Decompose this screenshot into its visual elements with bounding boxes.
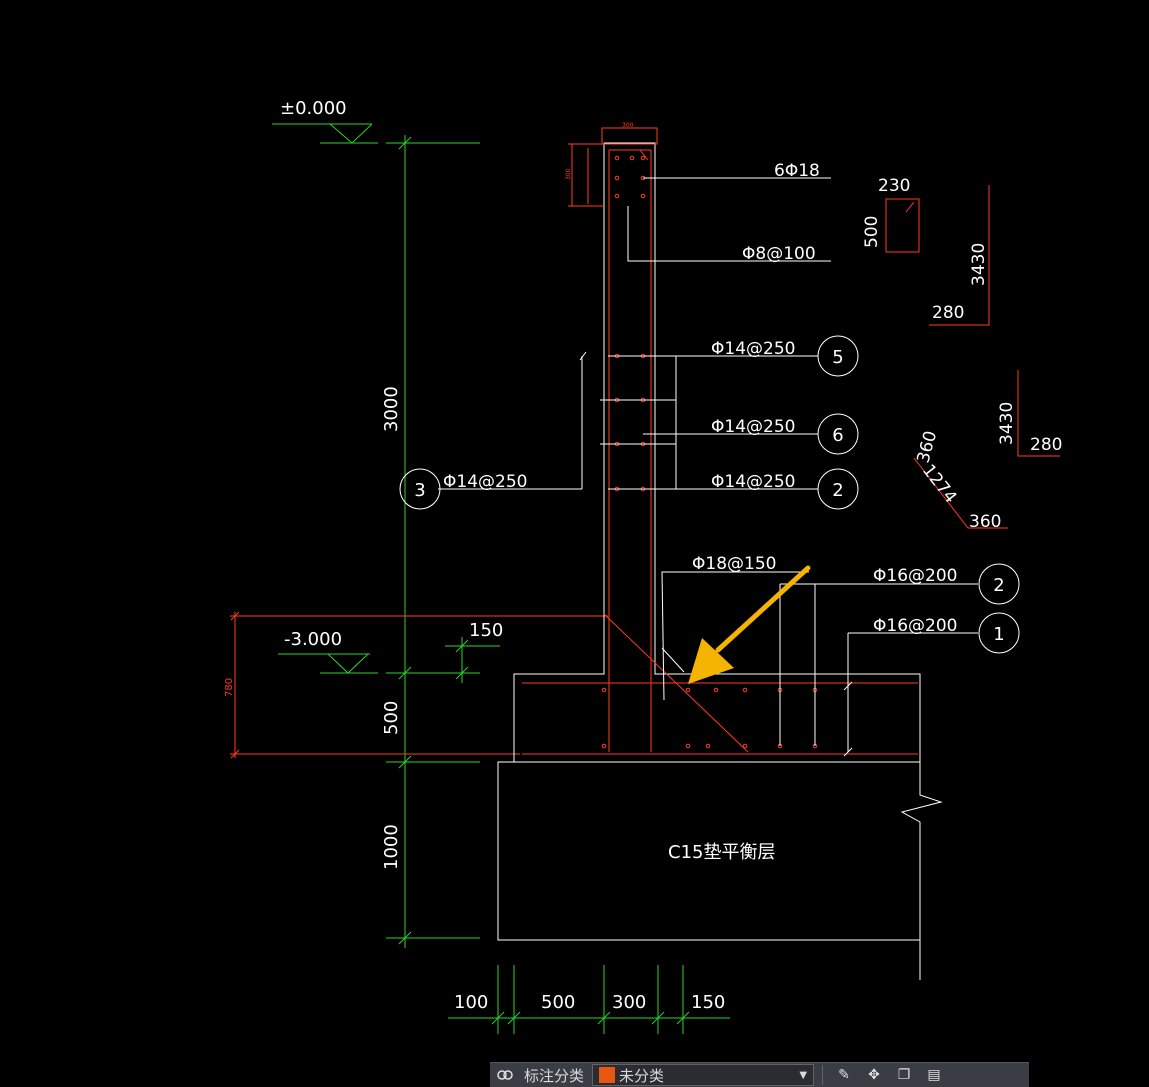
rebar-stirrup-label: Φ8@100	[742, 244, 816, 264]
dim-red-780: 780	[224, 678, 235, 697]
elevation-bottom-label: -3.000	[284, 629, 342, 650]
rebar-diag-label: Φ18@150	[692, 554, 776, 574]
horizontal-dimension-chain	[448, 965, 730, 1034]
move-icon[interactable]: ✥	[868, 1067, 880, 1083]
dim-bottom-1: 500	[541, 992, 575, 1013]
detail-bar2-length: 3430	[997, 402, 1017, 445]
cap-height: 300	[565, 168, 572, 180]
wall-reinforcement	[522, 127, 918, 755]
elevation-marker-bottom: -3.000	[278, 629, 378, 674]
dim-cushion-height: 1000	[381, 824, 402, 870]
annotation-toolbar: 标注分类 未分类 ▼ ✎ ✥ ❐ ▤	[490, 1062, 1029, 1087]
vertical-dimension-chain	[386, 135, 500, 948]
toolbar-divider	[822, 1065, 824, 1085]
detail-bent-bar	[913, 457, 1008, 529]
detail-bar1-length: 3430	[969, 243, 989, 286]
callout-circle-6: 6	[817, 413, 859, 455]
dim-bottom-0: 100	[454, 992, 488, 1013]
dim-bottom-2: 300	[612, 992, 646, 1013]
callout-6-number: 6	[832, 425, 843, 446]
callout-1-number: 1	[993, 624, 1004, 645]
callout-circle-2-base: 2	[978, 563, 1020, 605]
cushion-label: C15垫平衡层	[668, 842, 775, 863]
link-icon[interactable]	[490, 1063, 520, 1087]
edit-icon[interactable]: ✎	[838, 1067, 850, 1083]
dim-bottom-3: 150	[691, 992, 725, 1013]
detail-bent-b: 360	[969, 512, 1001, 532]
dim-150-label: 150	[469, 620, 503, 641]
paste-icon[interactable]: ▤	[927, 1067, 941, 1083]
callout-circle-5: 5	[817, 335, 859, 377]
category-label: 标注分类	[524, 1066, 585, 1085]
rebar-main-label: 6Φ18	[774, 161, 820, 181]
rebar-6-label: Φ14@250	[711, 417, 795, 437]
detail-bar1-hook: 280	[932, 303, 964, 323]
rebar-2-wall-label: Φ14@250	[711, 472, 795, 492]
detail-bar2-hook: 280	[1030, 435, 1062, 455]
detail-bar-2	[1017, 370, 1060, 457]
callout-circle-2-wall: 2	[817, 468, 859, 510]
detail-column-section	[885, 198, 920, 253]
red-dimension-780	[230, 611, 608, 759]
callout-5-number: 5	[832, 347, 843, 368]
rebar-b2-label: Φ16@200	[873, 566, 957, 586]
annotation-arrow[interactable]	[688, 565, 811, 684]
rebar-3-label: Φ14@250	[443, 472, 527, 492]
leader-lines	[438, 177, 978, 757]
dim-base-height: 500	[381, 701, 402, 735]
callout-3-number: 3	[414, 480, 425, 501]
chevron-down-icon: ▼	[799, 1069, 808, 1081]
dim-wall-height: 3000	[381, 386, 402, 432]
cushion-block	[497, 761, 943, 980]
rebar-b1-label: Φ16@200	[873, 616, 957, 636]
rebar-5-label: Φ14@250	[711, 339, 795, 359]
category-color-swatch	[599, 1067, 616, 1083]
copy-icon[interactable]: ❐	[897, 1067, 911, 1083]
detail-col-height: 500	[862, 216, 882, 248]
callout-circle-1: 1	[978, 612, 1020, 654]
wall-top-width: 300	[622, 122, 634, 129]
category-select[interactable]: 未分类 ▼	[592, 1064, 815, 1086]
elevation-top-label: ±0.000	[280, 98, 347, 119]
detail-bar-1	[929, 185, 990, 326]
elevation-marker-top: ±0.000	[272, 98, 378, 144]
detail-col-width: 230	[878, 176, 910, 196]
callout-2b-number: 2	[993, 575, 1004, 596]
category-select-value: 未分类	[619, 1066, 665, 1085]
callout-circle-3: 3	[399, 468, 441, 510]
callout-2w-number: 2	[832, 480, 843, 501]
